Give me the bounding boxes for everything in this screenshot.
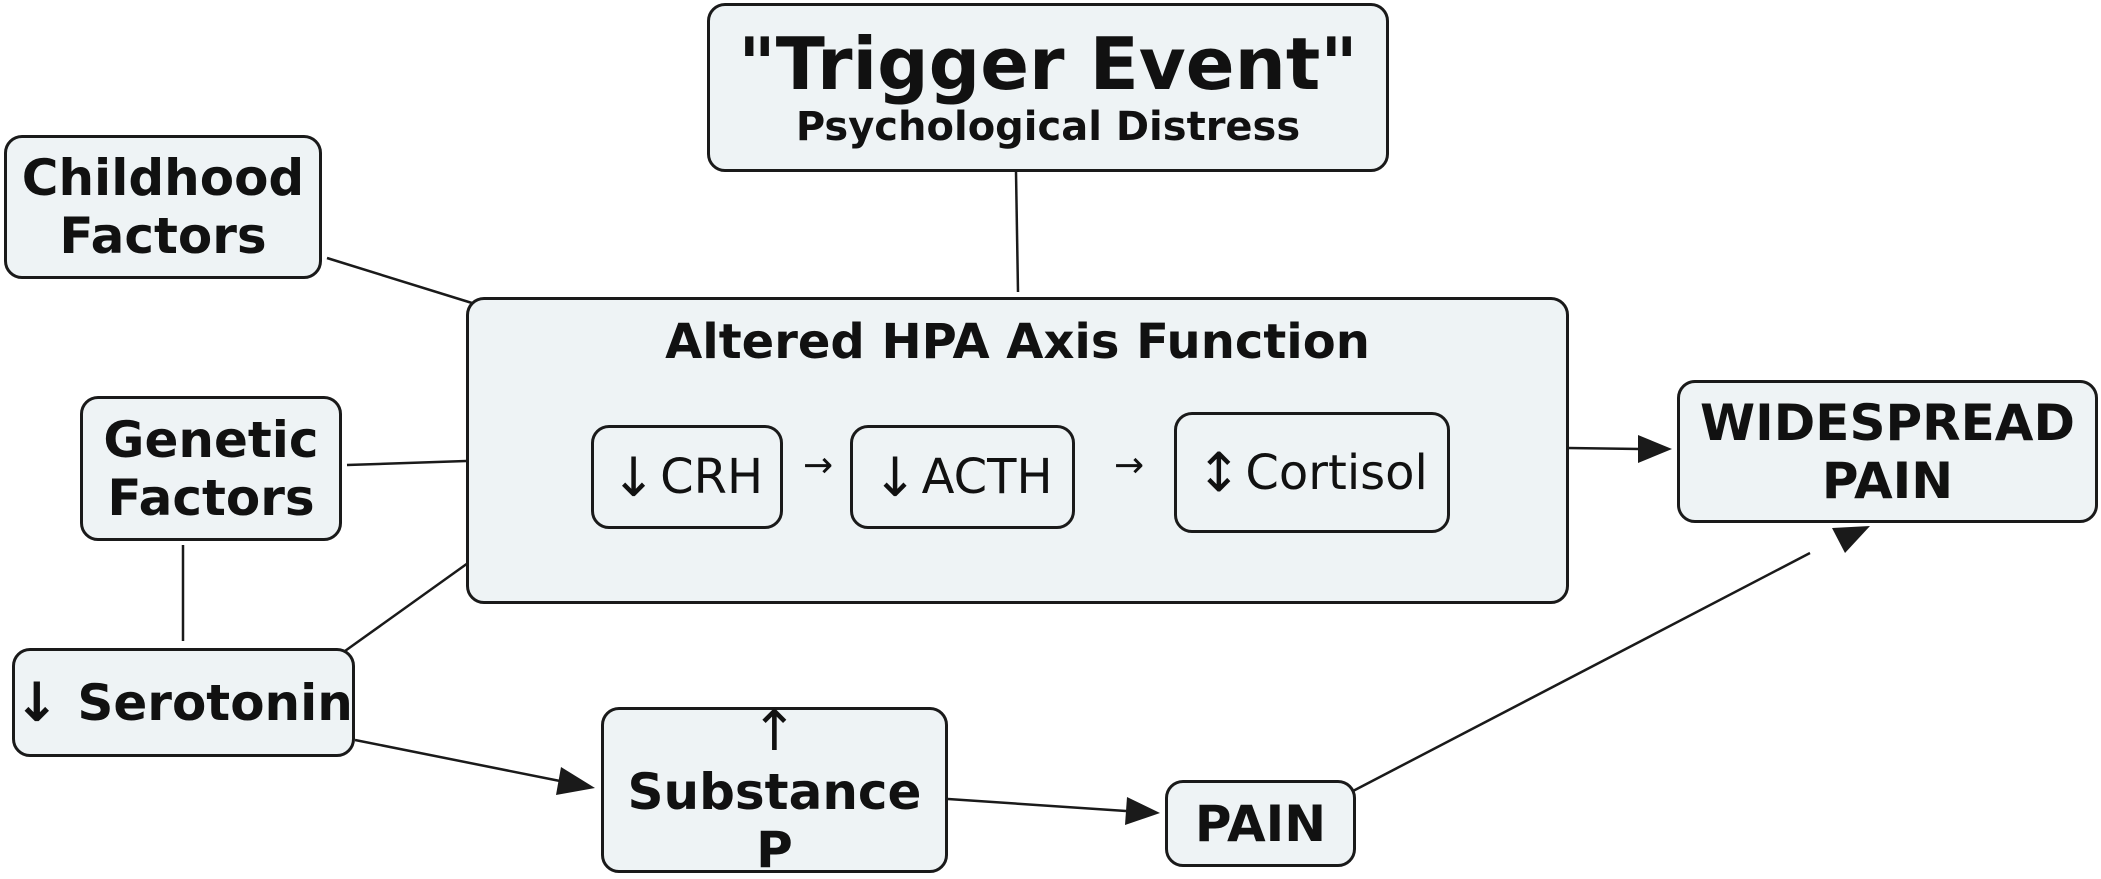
serotonin-label: Serotonin (77, 673, 353, 732)
trigger-event-box: "Trigger Event" Psychological Distress (707, 3, 1389, 172)
cortisol-label: Cortisol (1245, 444, 1428, 501)
genetic-factors-line2: Factors (107, 468, 315, 527)
hpa-axis-title: Altered HPA Axis Function (665, 314, 1370, 370)
crh-label: CRH (660, 449, 764, 505)
pain-box: PAIN (1165, 780, 1356, 867)
crh-decrease-arrow-icon: ↓ (610, 445, 657, 509)
trigger-event-title: "Trigger Event" (738, 21, 1358, 106)
acth-decrease-arrow-icon: ↓ (872, 445, 918, 509)
crh-to-acth-arrow-icon: → (803, 445, 834, 486)
link-childhood-hpa (326, 256, 473, 305)
genetic-factors-box: Genetic Factors (80, 396, 342, 541)
substance-p-label: Substance P (627, 763, 922, 879)
link-trigger-hpa (1014, 171, 1020, 293)
genetic-factors-line1: Genetic (103, 410, 319, 469)
arrowhead-pain-widespread (1832, 526, 1870, 553)
cortisol-up-down-arrow-icon: ↕ (1196, 441, 1242, 504)
pain-label: PAIN (1194, 794, 1327, 853)
link-pain-widespread (1352, 551, 1811, 793)
childhood-factors-box: Childhood Factors (4, 135, 322, 279)
link-hpa-widespread (1567, 446, 1641, 451)
link-serotonin-substancep (354, 738, 561, 783)
decrease-arrow-icon: ↓ (14, 671, 60, 734)
trigger-event-subtitle: Psychological Distress (795, 103, 1301, 150)
widespread-pain-line2: PAIN (1821, 451, 1954, 510)
substance-p-increase-arrow-icon: ↑ (751, 699, 798, 764)
link-serotonin-hpa (344, 561, 469, 653)
childhood-factors-line1: Childhood (21, 149, 305, 207)
childhood-factors-line2: Factors (59, 207, 267, 265)
acth-box: ↓ ACTH (850, 425, 1075, 529)
link-genetic-hpa (346, 459, 467, 467)
crh-box: ↓ CRH (591, 425, 783, 529)
widespread-pain-box: WIDESPREAD PAIN (1677, 380, 2098, 523)
arrowhead-hpa-widespread (1638, 435, 1672, 463)
widespread-pain-line1: WIDESPREAD (1700, 393, 2075, 452)
arrowhead-substancep-pain (1125, 797, 1160, 825)
substance-p-box: ↑ Substance P (601, 701, 948, 879)
serotonin-box: ↓ Serotonin (12, 648, 355, 757)
arrowhead-serotonin-substancep (556, 767, 595, 795)
hpa-axis-box: Altered HPA Axis Function ↓ CRH → ↓ ACTH… (466, 297, 1569, 604)
acth-to-cortisol-arrow-icon: → (1114, 445, 1145, 486)
cortisol-box: ↕ Cortisol (1174, 412, 1450, 533)
link-substancep-pain (947, 797, 1127, 813)
acth-label: ACTH (921, 449, 1053, 505)
